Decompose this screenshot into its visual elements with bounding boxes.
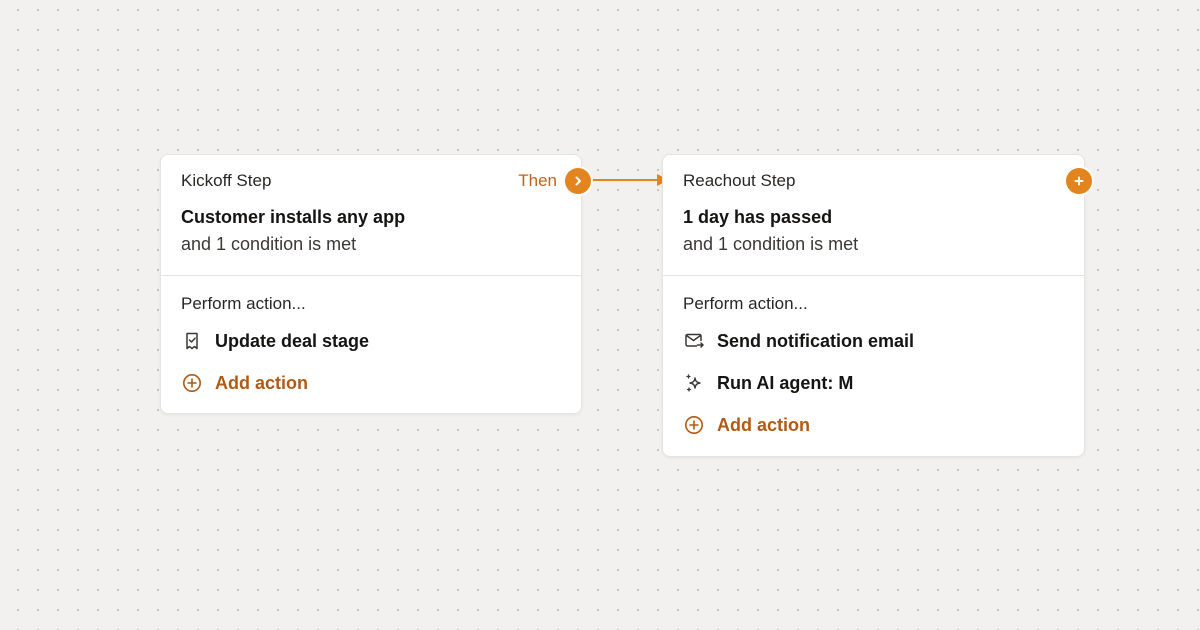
add-action-button[interactable]: Add action xyxy=(181,372,308,394)
kickoff-step-card[interactable]: Kickoff Step Then Customer installs any … xyxy=(160,154,591,414)
trigger-title: 1 day has passed xyxy=(683,207,833,227)
trigger-title: Customer installs any app xyxy=(181,207,406,227)
step-label: Reachout Step xyxy=(683,171,796,190)
add-action-button[interactable]: Add action xyxy=(683,414,810,436)
email-send-icon xyxy=(683,330,705,352)
chevron-right-icon[interactable] xyxy=(565,168,591,194)
perform-action-label: Perform action... xyxy=(181,294,306,313)
add-step-button[interactable] xyxy=(1066,168,1092,194)
reachout-trigger-section[interactable]: Reachout Step 1 day has passed and 1 con… xyxy=(663,155,1092,276)
sparkle-icon xyxy=(683,372,705,394)
step-label: Kickoff Step xyxy=(181,171,272,190)
action-run-ai-agent[interactable]: Run AI agent: M xyxy=(683,372,853,394)
perform-action-label: Perform action... xyxy=(683,294,808,313)
reachout-step-card[interactable]: Reachout Step 1 day has passed and 1 con… xyxy=(662,154,1092,457)
action-label: Send notification email xyxy=(717,330,915,351)
action-label: Update deal stage xyxy=(215,330,370,351)
trigger-condition: and 1 condition is met xyxy=(181,234,357,254)
plus-icon xyxy=(1074,176,1084,186)
trigger-condition: and 1 condition is met xyxy=(683,234,859,254)
action-label: Run AI agent: M xyxy=(717,372,854,393)
action-send-notification-email[interactable]: Send notification email xyxy=(683,330,914,352)
add-action-label: Add action xyxy=(215,372,308,393)
deal-stage-icon xyxy=(181,330,203,352)
plus-circle-icon xyxy=(181,372,203,394)
add-action-label: Add action xyxy=(717,414,810,435)
then-label: Then xyxy=(518,171,557,190)
action-update-deal-stage[interactable]: Update deal stage xyxy=(181,330,369,352)
connector-arrow xyxy=(589,174,669,186)
plus-circle-icon xyxy=(683,414,705,436)
kickoff-trigger-section[interactable]: Kickoff Step Then Customer installs any … xyxy=(161,155,591,276)
then-button[interactable]: Then xyxy=(518,168,591,194)
